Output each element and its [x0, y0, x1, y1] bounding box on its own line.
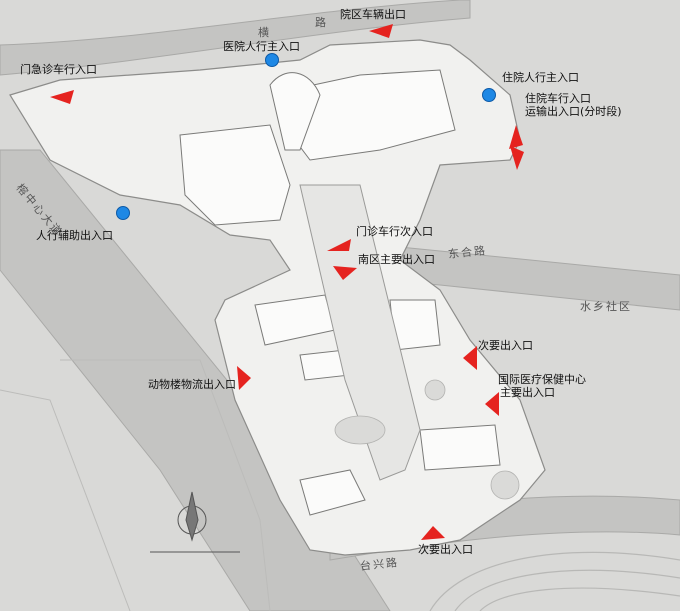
label-secondary-south: 次要出入口	[418, 543, 473, 556]
plaza-rings	[429, 551, 680, 611]
district-label: 水乡社区	[580, 300, 632, 313]
label-pedestrian-aux: 人行辅助出入口	[36, 229, 113, 242]
entrance-arrow-inpatient	[509, 125, 523, 149]
entrance-arrow-animal	[237, 366, 251, 390]
label-inpatient-vehicle-entrance: 住院车行入口	[525, 92, 591, 105]
entrance-arrow-south-main	[333, 266, 357, 280]
entrance-arrow-er	[50, 90, 74, 104]
compass-icon	[150, 491, 240, 553]
entrance-arrow-intl	[485, 392, 499, 416]
label-intl-center-name: 国际医疗保健中心	[498, 373, 586, 386]
entrance-arrow-transport	[510, 146, 524, 170]
entrance-arrow-secondary-south	[421, 526, 445, 540]
pedestrian-entrance-dot-hospital	[265, 53, 279, 67]
road-label-north-right: 路	[315, 16, 328, 29]
road-label-north-left: 横	[258, 26, 271, 39]
pedestrian-entrance-dot-inpatient	[482, 88, 496, 102]
label-transport-timed: 运输出入口(分时段)	[525, 105, 622, 118]
pedestrian-entrance-dot-aux	[116, 206, 130, 220]
label-inpatient-pedestrian-main: 住院人行主入口	[502, 71, 579, 84]
label-campus-vehicle-exit: 院区车辆出口	[340, 8, 406, 21]
label-animal-logistics: 动物楼物流出入口	[148, 378, 236, 391]
entrance-arrow-secondary-east	[463, 346, 477, 370]
label-south-main: 南区主要出入口	[358, 253, 435, 266]
landscape	[334, 379, 520, 500]
central-spine	[299, 184, 421, 481]
field-outlines	[0, 359, 271, 611]
label-hospital-pedestrian-main: 医院人行主入口	[223, 40, 300, 53]
label-er-vehicle-entrance: 门急诊车行入口	[20, 63, 97, 76]
entrance-arrow-campus-exit	[369, 24, 393, 38]
buildings	[179, 69, 501, 516]
label-intl-center-entrance: 主要出入口	[500, 386, 555, 399]
entrance-arrow-outpatient	[327, 239, 351, 251]
label-secondary-east: 次要出入口	[478, 339, 533, 352]
label-outpatient-secondary: 门诊车行次入口	[356, 225, 433, 238]
